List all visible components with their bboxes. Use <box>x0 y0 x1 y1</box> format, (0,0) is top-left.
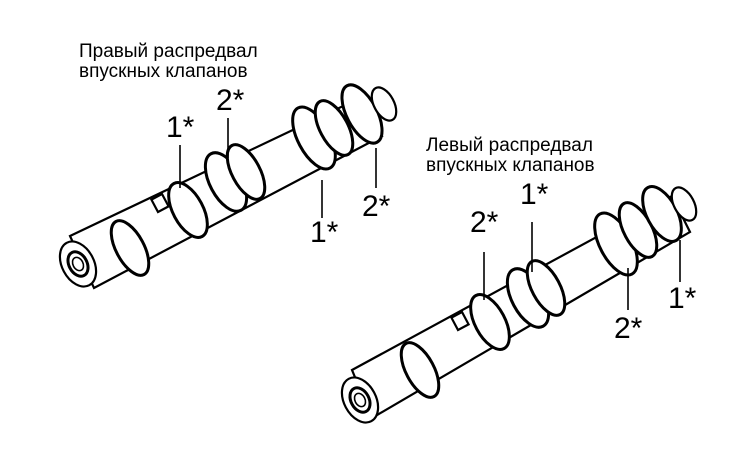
right-callout-4: 2* <box>362 190 391 223</box>
left-callout-3: 2* <box>614 312 643 345</box>
left-callout-1: 2* <box>470 206 499 239</box>
right-camshaft-title: Правый распредвал впускных клапанов <box>79 42 258 82</box>
left-camshaft <box>340 185 698 424</box>
left-shaft-end-hole <box>348 386 372 414</box>
left-front-journal <box>399 341 441 399</box>
left-camshaft-title-line1: Левый распредвал <box>426 135 593 156</box>
left-camshaft-title: Левый распредвал впускных клапанов <box>426 136 595 176</box>
right-journal-3 <box>313 99 355 157</box>
right-dowel-pin <box>149 192 171 214</box>
right-camshaft-title-line2: впускных клапанов <box>79 61 248 82</box>
right-callout-1: 1* <box>166 111 195 144</box>
right-callout-2: 2* <box>216 84 245 117</box>
right-shaft-rear <box>370 86 398 122</box>
right-shaft-end-hole <box>66 250 90 278</box>
left-callout-2: 1* <box>520 178 549 211</box>
left-callout-4: 1* <box>668 282 697 315</box>
right-journal-2 <box>225 143 267 201</box>
right-camshaft <box>58 83 398 290</box>
left-dowel-pin <box>449 310 471 332</box>
left-shaft-rear <box>670 186 698 222</box>
left-cam-lobe-1 <box>469 293 511 351</box>
right-front-journal <box>109 219 151 277</box>
left-camshaft-title-line2: впускных клапанов <box>426 155 595 176</box>
right-callout-3: 1* <box>310 216 339 249</box>
right-camshaft-title-line1: Правый распредвал <box>79 41 258 62</box>
right-cam-lobe-1 <box>167 181 209 239</box>
